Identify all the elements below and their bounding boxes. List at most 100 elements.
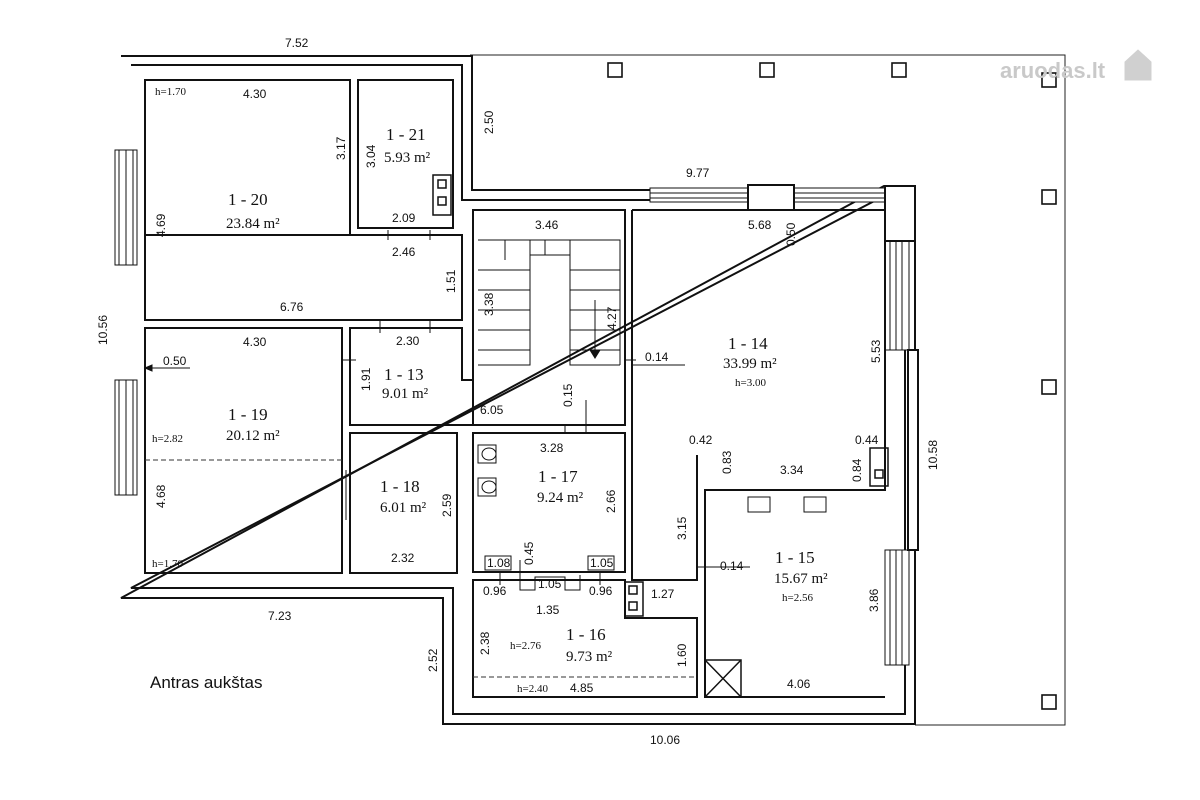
dim-5-53: 5.53 [869,339,883,363]
room-1-13: 1 - 13 9.01 m² [382,365,429,402]
dim-0-44: 0.44 [855,433,879,447]
room-height: h=3.00 [735,377,766,389]
dim-0-84: 0.84 [850,458,864,482]
dim-10-56: 10.56 [96,315,110,345]
dim-3-17: 3.17 [334,136,348,160]
chimneys [432,174,889,617]
dim-4-30-b: 4.30 [243,335,267,349]
dim-0-50-b: 0.50 [784,222,798,246]
dim-2-09: 2.09 [392,211,416,225]
dimension-labels: 7.52 4.30 2.09 2.46 6.76 2.30 4.30 0.50 … [163,36,879,747]
room-1-18: 1 - 18 6.01 m² [380,477,427,516]
top-window [649,184,887,211]
dim-0-15: 0.15 [561,383,575,407]
dim-7-52: 7.52 [285,36,309,50]
dim-4-30-a: 4.30 [243,87,267,101]
room-height: h=2.82 [152,433,183,445]
shaft-box [704,659,742,698]
dim-3-46: 3.46 [535,218,559,232]
dim-2-32: 2.32 [391,551,415,565]
dim-4-27: 4.27 [605,306,619,330]
room-id: 1 - 18 [380,477,420,496]
room-area: 9.01 m² [382,386,429,402]
dim-2-38: 2.38 [478,631,492,655]
room-id: 1 - 20 [228,190,268,209]
dim-3-04: 3.04 [364,144,378,168]
dim-0-42: 0.42 [689,433,713,447]
room-id: 1 - 19 [228,405,268,424]
room-id: 1 - 14 [728,334,768,353]
room-area: 9.73 m² [566,649,613,665]
dim-0-83: 0.83 [720,450,734,474]
dim-2-66: 2.66 [604,489,618,513]
room-height-2: h=1.70 [152,558,183,570]
room-1-14: 1 - 14 33.99 m² h=3.00 [723,334,777,389]
dim-10-06: 10.06 [650,733,680,747]
dim-1-35: 1.35 [536,603,560,617]
room-id: 1 - 17 [538,467,578,486]
dim-0-96-a: 0.96 [483,584,507,598]
room-id: 1 - 13 [384,365,424,384]
dim-1-51: 1.51 [444,269,458,293]
dim-3-34: 3.34 [780,463,804,477]
room-height-2: h=2.40 [517,683,548,695]
watermark: aruodas.lt [1000,49,1152,83]
dim-2-46: 2.46 [392,245,416,259]
room-area: 9.24 m² [537,490,584,506]
room-area: 23.84 m² [226,216,280,232]
room-id: 1 - 15 [775,548,815,567]
left-windows [114,149,138,496]
room-area: 33.99 m² [723,356,777,372]
dim-2-52: 2.52 [426,648,440,672]
terrace-posts [607,62,1057,710]
dashed-lines [145,459,697,678]
room-1-17: 1 - 17 9.24 m² [537,467,584,506]
dim-3-86: 3.86 [867,588,881,612]
room-id: 1 - 16 [566,625,606,644]
dim-9-77: 9.77 [686,166,710,180]
room-1-21: 1 - 21 5.93 m² [384,125,431,166]
watermark-text: aruodas.lt [1000,58,1106,83]
dim-10-58: 10.58 [926,440,940,470]
dim-4-85: 4.85 [570,681,594,695]
dim-4-69: 4.69 [154,213,168,237]
right-windows [884,185,919,666]
room-1-20: 1 - 20 23.84 m² h=1.70 [155,86,280,232]
dim-1-05-a: 1.05 [538,577,562,591]
room-area: 15.67 m² [774,571,828,587]
room-id: 1 - 21 [386,125,426,144]
dim-0-96-b: 0.96 [589,584,613,598]
room-1-19: 1 - 19 20.12 m² h=2.82 h=1.70 [152,405,280,570]
dim-1-08: 1.08 [487,556,511,570]
house-logo-icon [1124,49,1152,81]
floor-caption: Antras aukštas [150,673,262,692]
dim-3-38: 3.38 [482,292,496,316]
room-height: h=2.76 [510,640,541,652]
room-1-16: 1 - 16 9.73 m² h=2.76 h=2.40 [510,625,613,695]
dimension-lines [143,364,750,591]
dim-1-60: 1.60 [675,643,689,667]
dim-3-28: 3.28 [540,441,564,455]
dim-2-59: 2.59 [440,493,454,517]
outer-wall [120,55,916,725]
room-height: h=2.56 [782,592,813,604]
dim-7-23: 7.23 [268,609,292,623]
dim-0-14-b: 0.14 [720,559,744,573]
room-area: 5.93 m² [384,150,431,166]
dim-1-27: 1.27 [651,587,675,601]
dim-4-06: 4.06 [787,677,811,691]
terrace-outline [470,54,1066,726]
staircase [478,239,621,366]
room-height: h=1.70 [155,86,186,98]
door-openings [343,230,636,585]
room-1-15: 1 - 15 15.67 m² h=2.56 [774,548,828,604]
dim-4-68: 4.68 [154,484,168,508]
vertical-dimension-labels: 10.56 3.17 4.69 3.04 2.50 1.51 1.91 4.68… [96,110,940,672]
room-area: 6.01 m² [380,500,427,516]
room-area: 20.12 m² [226,428,280,444]
dim-5-68: 5.68 [748,218,772,232]
dim-1-05-b: 1.05 [590,556,614,570]
dim-3-15: 3.15 [675,516,689,540]
dim-6-05: 6.05 [480,403,504,417]
